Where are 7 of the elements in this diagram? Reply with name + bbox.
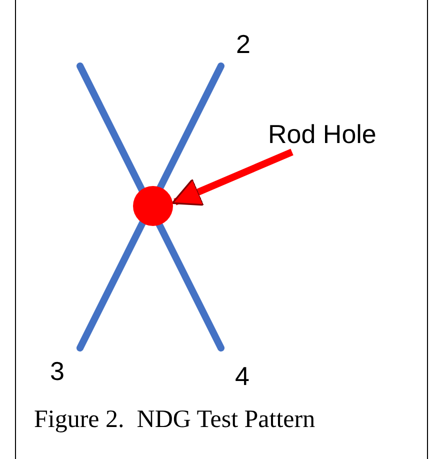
circle-marker	[133, 186, 173, 226]
callout-text: Rod Hole	[268, 118, 376, 150]
figure-caption: Figure 2. NDG Test Pattern	[34, 406, 316, 434]
callout-number: 2	[236, 30, 250, 58]
arrow	[172, 148, 294, 206]
callout-number: 4	[235, 362, 250, 390]
callout-number: 3	[50, 357, 64, 385]
